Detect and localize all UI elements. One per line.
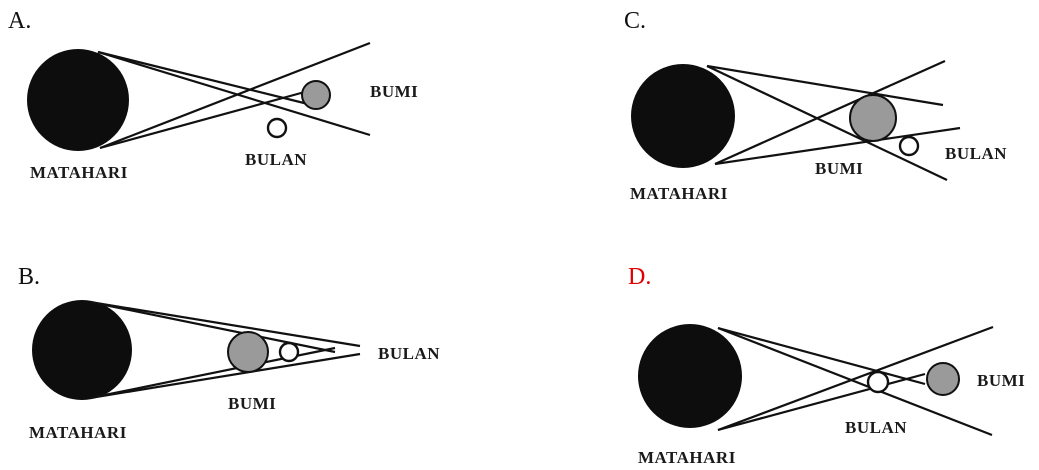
- light-ray: [97, 50, 371, 137]
- earth-label: BUMI: [370, 82, 418, 101]
- sun-label: MATAHARI: [30, 163, 128, 182]
- light-ray: [714, 59, 946, 166]
- sun-label: MATAHARI: [29, 423, 127, 442]
- earth-icon: [227, 331, 269, 373]
- option-d-svg: MATAHARI BULAN BUMI: [638, 324, 1025, 467]
- earth-label: BUMI: [815, 159, 863, 178]
- moon-icon: [898, 135, 920, 157]
- option-a-diagram[interactable]: MATAHARI BULAN BUMI: [20, 35, 440, 195]
- earth-icon: [849, 94, 897, 142]
- option-b-svg: MATAHARI BUMI BULAN: [29, 300, 440, 442]
- option-c-letter[interactable]: C.: [624, 8, 647, 34]
- moon-icon: [278, 341, 300, 363]
- light-ray: [706, 64, 944, 107]
- moon-label: BULAN: [378, 344, 440, 363]
- moon-icon: [866, 370, 890, 394]
- sun-icon: [631, 64, 735, 168]
- moon-label: BULAN: [245, 150, 307, 169]
- light-ray: [714, 126, 961, 166]
- light-ray: [717, 326, 926, 386]
- sun-icon: [32, 300, 132, 400]
- option-d-letter[interactable]: D.: [628, 264, 652, 290]
- sun-icon: [638, 324, 742, 428]
- moon-icon: [266, 117, 288, 139]
- light-ray: [99, 41, 371, 150]
- earth-label: BUMI: [977, 371, 1025, 390]
- earth-icon: [301, 80, 331, 110]
- sun-label: MATAHARI: [638, 448, 736, 467]
- option-c-diagram[interactable]: MATAHARI BUMI BULAN: [625, 48, 1030, 213]
- moon-label: BULAN: [845, 418, 907, 437]
- light-ray: [717, 372, 926, 432]
- light-ray: [89, 352, 361, 400]
- option-c-svg: MATAHARI BUMI BULAN: [630, 59, 1007, 203]
- option-a-letter[interactable]: A.: [8, 8, 32, 34]
- option-b-letter[interactable]: B.: [18, 264, 41, 290]
- earth-icon: [926, 362, 960, 396]
- light-ray: [99, 88, 313, 150]
- sun-icon: [27, 49, 129, 151]
- light-ray: [97, 50, 313, 107]
- light-ray: [717, 326, 993, 437]
- option-d-diagram[interactable]: MATAHARI BULAN BUMI: [630, 315, 1030, 470]
- light-ray: [89, 300, 361, 348]
- light-ray: [706, 65, 948, 181]
- light-ray: [717, 325, 994, 432]
- option-a-svg: MATAHARI BULAN BUMI: [27, 41, 418, 182]
- earth-label: BUMI: [228, 394, 276, 413]
- moon-label: BULAN: [945, 144, 1007, 163]
- option-b-diagram[interactable]: MATAHARI BUMI BULAN: [25, 300, 465, 460]
- sun-label: MATAHARI: [630, 184, 728, 203]
